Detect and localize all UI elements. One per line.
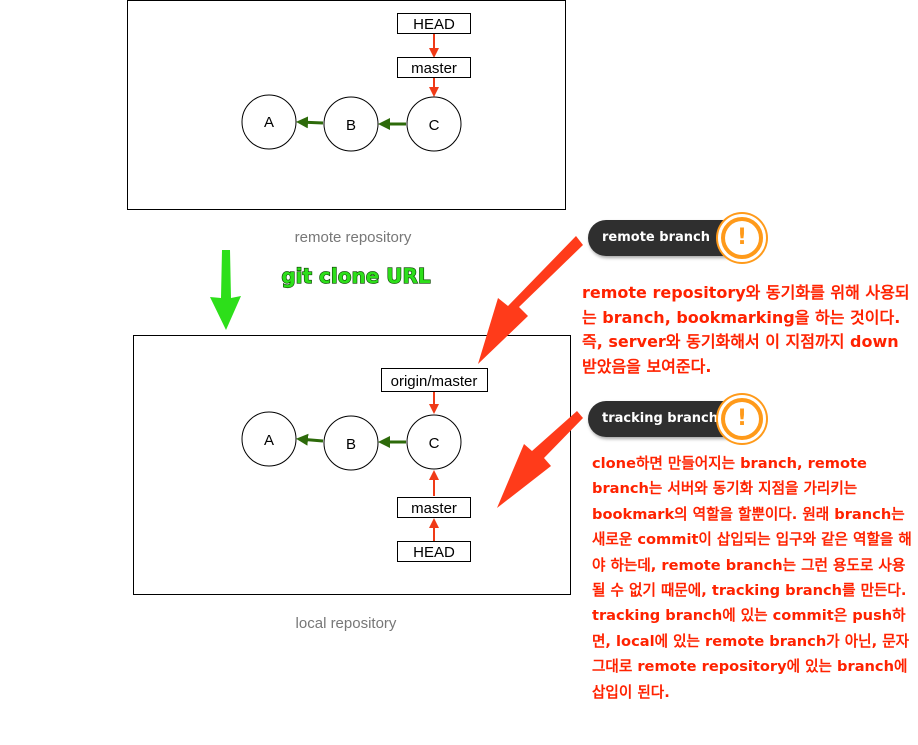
local-commit-a-label: A <box>264 432 274 449</box>
local-master-label: master <box>411 500 457 517</box>
local-origin-box <box>381 368 488 392</box>
remote-branch-tag-label: remote branch <box>602 230 710 245</box>
local-commit-c <box>406 414 462 470</box>
remote-commit-c <box>406 96 462 152</box>
local-commit-b-label: B <box>346 436 356 453</box>
alert-icon: ! <box>718 395 766 443</box>
clone-arrow <box>210 250 241 330</box>
clone-label: git clone URL <box>281 264 431 288</box>
local-head-box <box>397 541 471 562</box>
tracking-branch-tag-label: tracking branch <box>602 411 718 426</box>
remote-b-to-a-arrow <box>296 116 324 129</box>
alert-icon: ! <box>718 214 766 262</box>
tracking-branch-description-text-2: tracking branch에 있는 commit은 push하면, loca… <box>592 607 910 701</box>
remote-master-label: master <box>411 60 457 77</box>
local-commit-c-label: C <box>429 435 440 452</box>
local-origin-label: origin/master <box>391 373 478 390</box>
remote-branch-description: remote repository와 동기화를 위해 사용되는 branch, … <box>582 281 912 379</box>
tracking-branch-description: clone하면 만들어지는 branch, remote branch는 서버와… <box>592 451 914 705</box>
local-b-to-a-arrow <box>296 433 324 446</box>
local-master-box <box>397 497 471 518</box>
remote-head-label: HEAD <box>413 16 455 33</box>
local-head-label: HEAD <box>413 544 455 561</box>
remote-branch-callout-arrow <box>478 236 583 364</box>
remote-commit-c-label: C <box>429 117 440 134</box>
remote-commit-a <box>241 94 297 150</box>
tracking-branch-callout-arrow <box>497 411 583 508</box>
remote-branch-description-text: remote repository와 동기화를 위해 사용되는 branch, … <box>582 283 910 376</box>
alert-icon-symbol: ! <box>725 402 759 436</box>
local-repo-caption: local repository <box>296 615 397 632</box>
tracking-branch-description-text-1: clone하면 만들어지는 branch, remote branch는 서버와… <box>592 455 912 600</box>
remote-head-box <box>397 13 471 34</box>
remote-commit-a-label: A <box>264 114 274 131</box>
remote-master-box <box>397 57 471 78</box>
alert-icon-symbol: ! <box>725 221 759 255</box>
remote-repo-caption: remote repository <box>295 229 412 246</box>
remote-commit-b-label: B <box>346 117 356 134</box>
local-commit-a <box>241 411 297 467</box>
